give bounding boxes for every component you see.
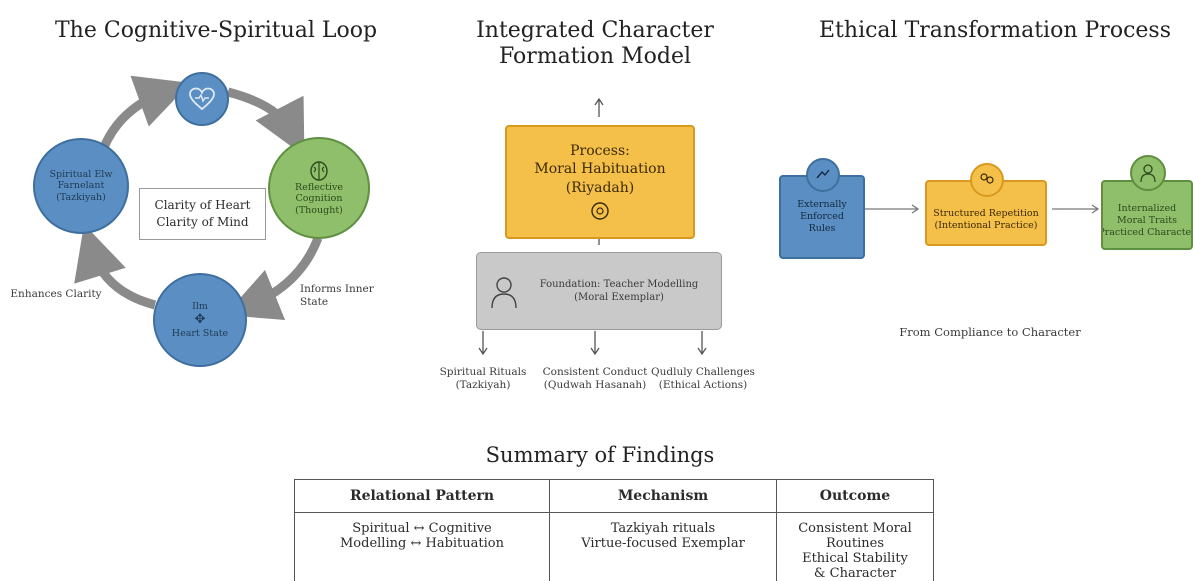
loop-label-left: Enhances Clarity	[6, 288, 106, 301]
loop-arrow-top-to-right	[228, 92, 292, 132]
people-icon	[970, 163, 1004, 197]
loop-node-heart	[175, 72, 229, 126]
down-arrow-icon	[591, 331, 599, 354]
loop-node-cognition: Reflective Cognition (Thought)	[268, 137, 370, 239]
hands-icon	[806, 158, 840, 192]
loop-label-right: Informs Inner State	[300, 283, 380, 309]
column-header: Relational Pattern	[295, 480, 550, 513]
output-challenges: Qudluly Challenges (Ethical Actions)	[648, 366, 758, 392]
loop-node-spiritual: Spiritual Elw Farnelant (Tazkiyah)	[33, 138, 129, 234]
column-header: Outcome	[777, 480, 934, 513]
teacher-icon	[489, 275, 519, 309]
down-arrow-icon	[479, 331, 487, 354]
output-conduct: Consistent Conduct (Qudwah Hasanah)	[535, 366, 655, 392]
up-arrow-icon	[595, 99, 603, 117]
person-icon	[1130, 155, 1166, 191]
ethics-title: Ethical Transformation Process	[810, 18, 1180, 43]
summary-table: Relational Pattern Mechanism Outcome Spi…	[294, 479, 934, 581]
model-title: Integrated Character Formation Model	[440, 18, 750, 71]
brain-icon	[308, 160, 330, 182]
summary-title: Summary of Findings	[400, 443, 800, 467]
loop-center-box: Clarity of Heart Clarity of Mind	[139, 188, 266, 240]
gear-icon	[589, 200, 611, 222]
output-spiritual: Spiritual Rituals (Tazkiyah)	[428, 366, 538, 392]
process-box: Process: Moral Habituation (Riyadah)	[505, 125, 695, 239]
table-header-row: Relational Pattern Mechanism Outcome	[295, 480, 934, 513]
foundation-box: Foundation: Teacher Modelling (Moral Exe…	[476, 252, 722, 330]
right-arrow-icon	[864, 205, 918, 213]
right-arrow-icon	[1052, 205, 1098, 213]
heart-icon	[188, 87, 216, 111]
ethics-caption: From Compliance to Character	[880, 325, 1100, 339]
down-arrow-icon	[698, 331, 706, 354]
loop-node-heart-state: Ilm ✥ Heart State	[153, 273, 247, 367]
ornament-icon: ✥	[195, 312, 206, 328]
column-header: Mechanism	[550, 480, 777, 513]
